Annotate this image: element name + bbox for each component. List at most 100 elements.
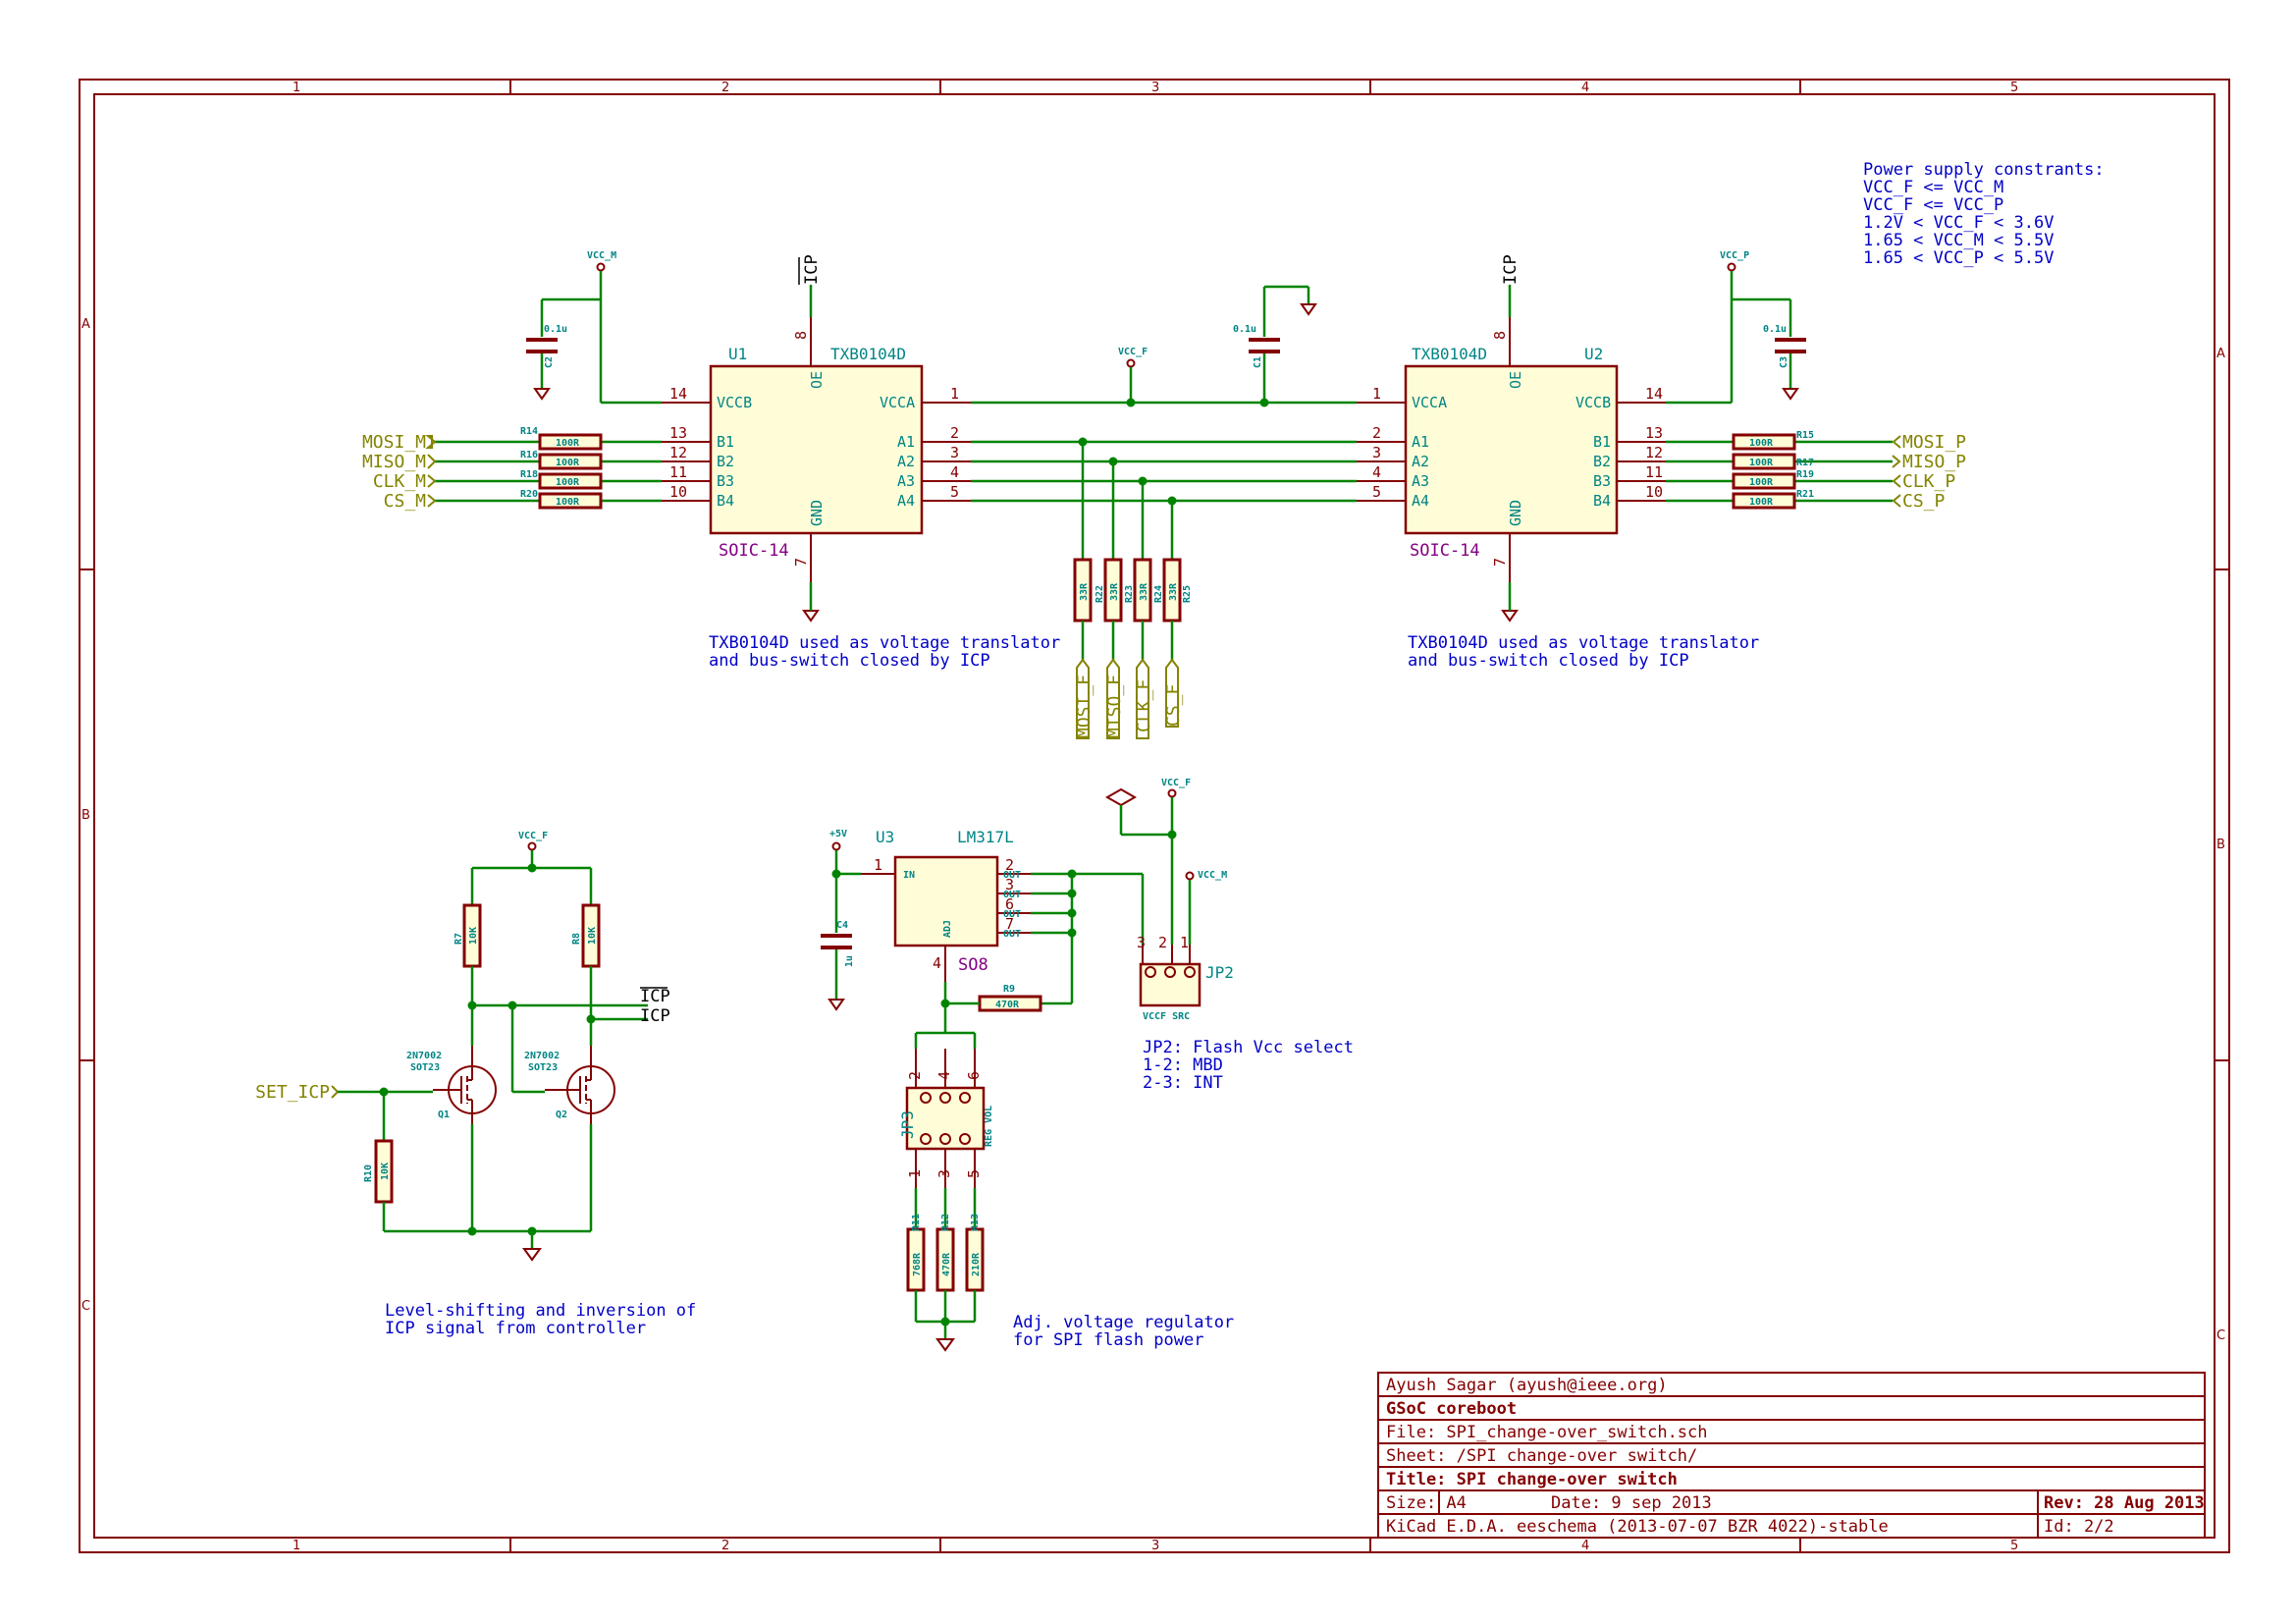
svg-text:10K: 10K bbox=[380, 1163, 391, 1180]
u2-txb0104d[interactable]: TXB0104D U2 SOIC-14 1 2 3 4 5 VCCA A1 A2… bbox=[1357, 317, 1666, 582]
jp3-reg-voltage-select[interactable]: 2 4 6 1 3 5 JP3 REG VOL 768R 470R 210R R… bbox=[898, 1049, 1234, 1352]
svg-text:JP2: JP2 bbox=[1205, 963, 1234, 982]
col-label: 3 bbox=[1151, 1539, 1159, 1553]
svg-text:33R: 33R bbox=[1139, 582, 1149, 601]
svg-text:SOIC-14: SOIC-14 bbox=[1410, 541, 1480, 561]
svg-text:VCCA: VCCA bbox=[880, 394, 915, 411]
svg-text:A2: A2 bbox=[897, 453, 915, 470]
svg-text:ADJ: ADJ bbox=[942, 920, 953, 938]
svg-text:33R: 33R bbox=[1079, 582, 1090, 601]
svg-text:IN: IN bbox=[903, 870, 915, 881]
svg-text:GND: GND bbox=[1507, 500, 1524, 526]
svg-text:R15: R15 bbox=[1796, 430, 1814, 441]
svg-text:A1: A1 bbox=[897, 433, 915, 451]
svg-text:R18: R18 bbox=[520, 469, 538, 480]
global-label-cs-f: CS_F bbox=[1163, 684, 1184, 727]
svg-text:1.65 < VCC_M < 5.5V: 1.65 < VCC_M < 5.5V bbox=[1863, 231, 2054, 250]
row-label: C bbox=[81, 1299, 90, 1314]
svg-text:Adj. voltage regulator: Adj. voltage regulator bbox=[1013, 1313, 1234, 1332]
svg-text:1-2: MBD: 1-2: MBD bbox=[1143, 1056, 1223, 1075]
svg-text:A3: A3 bbox=[1412, 472, 1429, 490]
vcc-f-rail: VCC_F 0.1u C1 bbox=[971, 285, 1357, 407]
svg-text:R21: R21 bbox=[1796, 489, 1814, 500]
global-label-mosi-m: MOSI_M bbox=[362, 432, 426, 453]
svg-text:for SPI flash power: for SPI flash power bbox=[1013, 1330, 1203, 1350]
global-label-miso-p: MISO_P bbox=[1902, 452, 1966, 472]
svg-text:TXB0104D: TXB0104D bbox=[1412, 345, 1487, 363]
global-label-miso-f: MISO_F bbox=[1104, 675, 1125, 738]
svg-text:R14: R14 bbox=[520, 426, 538, 437]
global-label-clk-f: CLK_F bbox=[1134, 679, 1154, 732]
svg-text:2: 2 bbox=[1372, 424, 1381, 442]
svg-text:7: 7 bbox=[1005, 915, 1014, 933]
svg-text:0.1u: 0.1u bbox=[1763, 324, 1787, 335]
svg-text:2: 2 bbox=[1005, 856, 1014, 874]
power-constraints-note: Power supply constrants: VCC_F <= VCC_M … bbox=[1863, 160, 2105, 268]
svg-text:VCCB: VCCB bbox=[1575, 394, 1611, 411]
svg-text:VCC_F: VCC_F bbox=[1118, 347, 1148, 357]
svg-text:A4: A4 bbox=[897, 492, 915, 510]
svg-text:13: 13 bbox=[1645, 424, 1663, 442]
row-label: A bbox=[81, 317, 90, 332]
svg-text:4: 4 bbox=[933, 954, 941, 972]
title-block: Ayush Sagar (ayush@ieee.org) GSoC corebo… bbox=[1377, 1372, 2206, 1539]
svg-text:R24: R24 bbox=[1153, 585, 1164, 603]
svg-text:2: 2 bbox=[906, 1071, 924, 1080]
sheet-border: 1 2 3 4 5 1 2 3 4 5 A B C A B C bbox=[79, 79, 2230, 1553]
svg-text:VCC_M: VCC_M bbox=[1198, 870, 1227, 881]
tb-title: Title: SPI change-over switch bbox=[1386, 1470, 1678, 1489]
row-label: C bbox=[2216, 1328, 2225, 1343]
svg-text:VCC_F <= VCC_M: VCC_F <= VCC_M bbox=[1863, 178, 2003, 197]
tb-tool: KiCad E.D.A. eeschema (2013-07-07 BZR 40… bbox=[1386, 1517, 1889, 1537]
svg-text:33R: 33R bbox=[1168, 582, 1179, 601]
u3-lm317l[interactable]: U3 LM317L SO8 1 IN OUT OUT OUT OUT 2 3 6… bbox=[861, 828, 1031, 982]
svg-text:2-3: INT: 2-3: INT bbox=[1143, 1073, 1223, 1093]
svg-text:R12: R12 bbox=[940, 1214, 951, 1231]
svg-text:1: 1 bbox=[1372, 385, 1381, 403]
row-label: A bbox=[2216, 347, 2225, 361]
svg-text:R9: R9 bbox=[1003, 984, 1015, 995]
svg-text:8: 8 bbox=[792, 331, 810, 340]
col-label: 5 bbox=[2010, 81, 2018, 95]
svg-text:REG VOL: REG VOL bbox=[984, 1106, 994, 1147]
jp2-flash-vcc-select[interactable]: VCC_F VCC_M 3 2 1 JP2 VCCF SRC JP2: Flas… bbox=[1104, 778, 1354, 1093]
row-label: B bbox=[81, 808, 90, 823]
svg-text:OUT: OUT bbox=[1003, 929, 1021, 940]
svg-text:2: 2 bbox=[1158, 934, 1167, 951]
tb-rev: Rev: 28 Aug 2013 bbox=[2044, 1493, 2205, 1513]
vcc-m-supply: VCC_M 0.1u C2 bbox=[526, 250, 662, 405]
svg-text:13: 13 bbox=[669, 424, 687, 442]
col-label: 4 bbox=[1581, 1539, 1589, 1553]
svg-text:Q2: Q2 bbox=[556, 1110, 567, 1120]
svg-text:JP3: JP3 bbox=[898, 1110, 917, 1139]
svg-text:OE: OE bbox=[1507, 371, 1524, 389]
u1-txb0104d[interactable]: U1 TXB0104D SOIC-14 14 13 12 11 10 VCCB … bbox=[662, 317, 971, 582]
svg-text:VCC_P: VCC_P bbox=[1720, 250, 1749, 261]
svg-text:VCC_M: VCC_M bbox=[587, 250, 616, 261]
global-label-cs-p: CS_P bbox=[1902, 491, 1946, 512]
svg-text:5: 5 bbox=[1372, 483, 1381, 501]
svg-text:1u: 1u bbox=[844, 955, 855, 967]
global-label-mosi-f: MOSI_F bbox=[1074, 675, 1095, 738]
svg-text:3: 3 bbox=[950, 444, 959, 461]
svg-text:C4: C4 bbox=[836, 920, 848, 931]
svg-text:4: 4 bbox=[950, 463, 959, 481]
svg-text:B4: B4 bbox=[717, 492, 734, 510]
svg-text:R10: R10 bbox=[363, 1164, 374, 1182]
svg-text:100R: 100R bbox=[556, 458, 580, 468]
translator-notes: TXB0104D used as voltage translator and … bbox=[709, 633, 1759, 671]
svg-text:Power supply constrants:: Power supply constrants: bbox=[1863, 160, 2105, 180]
svg-text:100R: 100R bbox=[1749, 438, 1774, 449]
svg-text:R19: R19 bbox=[1796, 469, 1814, 480]
svg-text:7: 7 bbox=[1491, 558, 1509, 567]
svg-text:10K: 10K bbox=[587, 927, 598, 945]
svg-text:OE: OE bbox=[808, 371, 826, 389]
svg-text:14: 14 bbox=[669, 385, 687, 403]
svg-text:B3: B3 bbox=[717, 472, 734, 490]
svg-text:2: 2 bbox=[950, 424, 959, 442]
svg-text:3: 3 bbox=[1372, 444, 1381, 461]
svg-text:R16: R16 bbox=[520, 450, 538, 460]
svg-text:SOT23: SOT23 bbox=[410, 1062, 440, 1073]
svg-text:10K: 10K bbox=[468, 927, 479, 945]
svg-text:R8: R8 bbox=[571, 933, 582, 945]
